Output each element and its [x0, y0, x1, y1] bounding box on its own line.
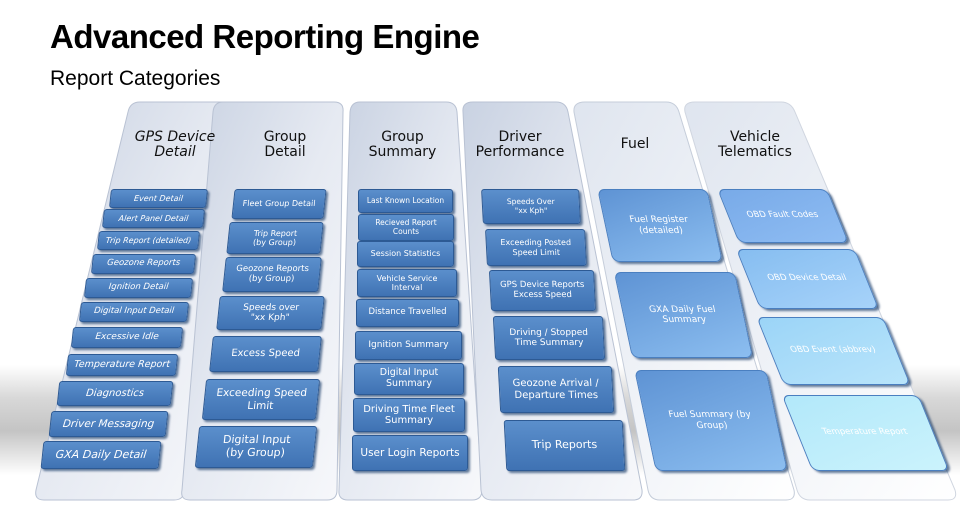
report-item[interactable]: Speeds Over "xx Kph": [481, 189, 581, 224]
report-item[interactable]: Last Known Location: [358, 189, 453, 213]
report-item[interactable]: Excessive Idle: [70, 327, 184, 348]
report-item[interactable]: Session Statistics: [357, 241, 454, 267]
report-item[interactable]: Digital Input Detail: [78, 302, 190, 322]
report-item[interactable]: Recieved Report Counts: [358, 214, 454, 241]
report-item[interactable]: Distance Travelled: [356, 299, 459, 327]
report-item[interactable]: Event Detail: [109, 189, 208, 208]
report-item[interactable]: Speeds over "xx Kph": [216, 296, 325, 330]
report-item[interactable]: Exceeding Speed Limit: [201, 379, 321, 420]
column-heading: Group Summary: [368, 129, 437, 161]
report-item[interactable]: Digital Input Summary: [354, 363, 464, 395]
report-item[interactable]: User Login Reports: [352, 435, 468, 471]
report-item[interactable]: Alert Panel Detail: [102, 209, 205, 228]
page-subtitle: Report Categories: [50, 67, 221, 90]
report-item[interactable]: Trip Report (detailed): [97, 231, 200, 250]
report-item[interactable]: Digital Input (by Group): [194, 426, 318, 468]
report-item[interactable]: Diagnostics: [56, 381, 174, 406]
report-item[interactable]: Temperature Report: [65, 354, 179, 376]
report-item[interactable]: Driving Time Fleet Summary: [353, 398, 465, 432]
report-item[interactable]: Fuel Summary (by Group): [634, 370, 788, 471]
report-item[interactable]: GXA Daily Detail: [40, 441, 162, 469]
column-heading: GPS Device Detail: [134, 129, 216, 161]
column-heading: Fuel: [620, 136, 650, 152]
page-title: Advanced Reporting Engine: [50, 18, 480, 55]
report-item[interactable]: Driving / Stopped Time Summary: [492, 316, 606, 360]
report-item[interactable]: Vehicle Service Interval: [357, 269, 457, 297]
report-item[interactable]: Geozone Reports (by Group): [222, 257, 322, 292]
report-item[interactable]: OBD Event (abbrev): [756, 317, 911, 385]
report-item[interactable]: Geozone Reports: [90, 254, 197, 274]
report-item[interactable]: Trip Reports: [503, 420, 626, 471]
report-item[interactable]: Geozone Arrival / Departure Times: [497, 366, 615, 413]
report-item[interactable]: OBD Device Detail: [735, 249, 880, 309]
report-item[interactable]: Trip Report (by Group): [226, 222, 324, 254]
report-item[interactable]: Fleet Group Detail: [231, 189, 327, 219]
report-item[interactable]: Fuel Register (detailed): [597, 189, 723, 262]
column-heading: Vehicle Telematics: [718, 129, 792, 161]
report-item[interactable]: Excess Speed: [209, 336, 322, 372]
report-item[interactable]: Ignition Summary: [355, 331, 462, 360]
report-item[interactable]: GPS Device Reports Excess Speed: [488, 270, 597, 311]
column-heading: Group Detail: [263, 129, 307, 161]
column-heading: Driver Performance: [475, 129, 565, 161]
report-item[interactable]: GXA Daily Fuel Summary: [613, 272, 754, 358]
report-item[interactable]: Driver Messaging: [48, 411, 169, 437]
report-item[interactable]: OBD Fault Codes: [717, 189, 849, 243]
report-item[interactable]: Ignition Detail: [83, 278, 194, 298]
report-item[interactable]: Exceeding Posted Speed Limit: [485, 229, 587, 266]
